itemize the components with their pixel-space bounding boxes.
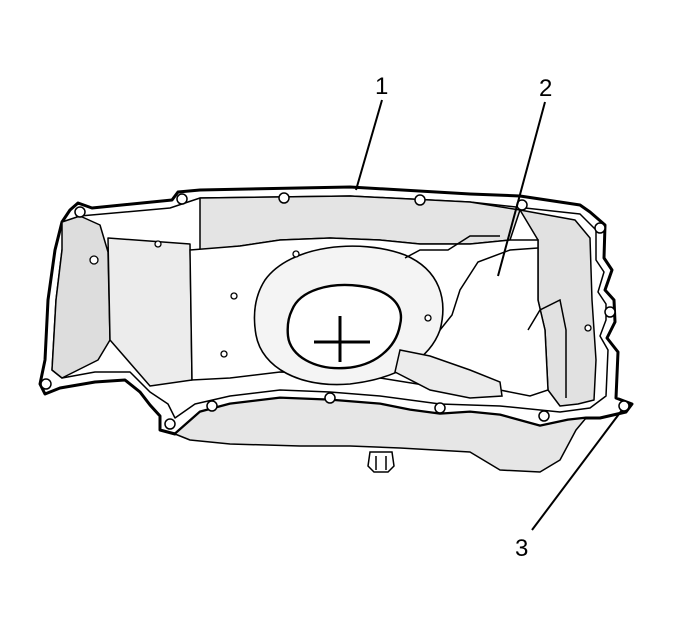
callout-1: 1: [375, 73, 388, 100]
right-ridge: [527, 298, 567, 398]
bolt-hole: [618, 400, 630, 412]
baffle: [394, 235, 567, 399]
bolt-hole: [74, 206, 86, 218]
floor-boss: [154, 240, 162, 248]
callout-3: 3: [515, 535, 528, 562]
bolt-hole: [324, 392, 336, 404]
well-inner-bowl: [286, 283, 403, 370]
callout-2: 2: [539, 75, 552, 102]
bolt-hole: [434, 402, 446, 414]
leader-lines: [355, 99, 623, 531]
leader-line-1: [355, 99, 383, 191]
cross-mark: [314, 316, 370, 362]
left-bay-floor: [107, 237, 193, 387]
bolt-hole: [40, 378, 52, 390]
baffle-rib-upper: [404, 235, 500, 259]
floor-boss: [584, 324, 592, 332]
pan-walls: [51, 195, 597, 473]
bolt-hole: [604, 306, 616, 318]
baffle-rib-lower: [439, 247, 539, 331]
floor-boss: [220, 350, 228, 358]
bolt-hole: [414, 194, 426, 206]
front-wall: [174, 397, 587, 473]
floor-bosses: [89, 240, 592, 358]
bolt-holes: [40, 192, 630, 430]
baffle-channel: [394, 349, 503, 399]
drain-plug-body: [367, 451, 395, 473]
leader-line-2: [497, 101, 546, 277]
floor-boss: [89, 255, 99, 265]
flange-inner-edge: [51, 195, 609, 419]
floor-boss: [230, 292, 238, 300]
floor-boss: [292, 250, 300, 258]
bolt-hole: [176, 193, 188, 205]
drain-plug: [367, 451, 395, 473]
bolt-hole: [206, 400, 218, 412]
bolt-hole: [164, 418, 176, 430]
pickup-well: [253, 245, 444, 386]
drain-plug-line: [375, 456, 387, 470]
leader-line-3: [531, 409, 623, 531]
bolt-hole: [594, 222, 606, 234]
bolt-hole: [538, 410, 550, 422]
bolt-hole: [278, 192, 290, 204]
floor-boss: [424, 314, 432, 322]
